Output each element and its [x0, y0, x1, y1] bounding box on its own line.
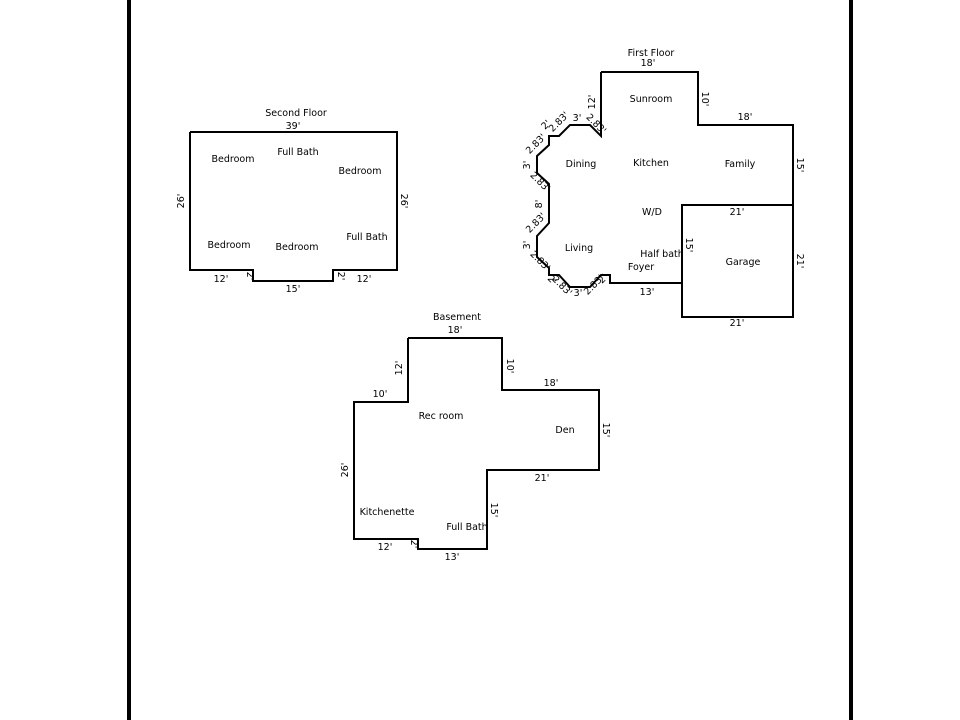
dim-label: 2.83' [524, 132, 549, 157]
room-label-living: Living [565, 243, 593, 254]
dim-label: 2' [335, 272, 346, 281]
garage-outline [681, 204, 794, 318]
room-label-half-bath: Half bath [640, 249, 684, 260]
basement-plan: Basement 18' 12' 10' 18' 15' 21' 15' 13'… [340, 312, 611, 563]
dim-label: 21' [730, 318, 745, 329]
room-label-sunroom: Sunroom [630, 94, 673, 105]
dim-label: 10' [699, 92, 710, 107]
dim-label: 12' [357, 274, 372, 285]
dim-label: 18' [448, 325, 463, 336]
room-label-full-bath: Full Bath [277, 147, 318, 158]
dim-label: 39' [286, 121, 301, 132]
dim-label: 18' [738, 112, 753, 123]
basement-title: Basement [433, 312, 481, 323]
dim-label: 21' [535, 473, 550, 484]
room-label-rec-room: Rec room [419, 411, 464, 422]
dim-label: 12' [214, 274, 229, 285]
room-label-bedroom: Bedroom [212, 154, 255, 165]
second-floor-outline [189, 131, 398, 282]
dim-label: 2' [408, 540, 419, 549]
dim-label: 3' [522, 161, 533, 170]
dim-label: 15' [683, 238, 694, 253]
dim-label: 3' [522, 241, 533, 250]
dim-label: 8' [534, 200, 545, 209]
room-label-kitchenette: Kitchenette [360, 507, 415, 518]
room-label-dining: Dining [566, 159, 597, 170]
room-label-full-bath: Full Bath [446, 522, 487, 533]
dim-label: 13' [640, 287, 655, 298]
room-label-den: Den [555, 425, 574, 436]
room-label-bedroom: Bedroom [339, 166, 382, 177]
dim-label: 2.83' [524, 211, 549, 236]
first-floor-plan: First Floor 18' 12' 10' 18' 15' 21' 15' … [522, 48, 805, 329]
room-label-foyer: Foyer [628, 262, 654, 273]
dim-label: 2.83' [549, 274, 574, 299]
room-label-full-bath: Full Bath [346, 232, 387, 243]
dim-label: 15' [794, 158, 805, 173]
dim-label: 15' [600, 423, 611, 438]
dim-label: 21' [730, 207, 745, 218]
dim-label: 3' [574, 288, 583, 299]
dim-label: 13' [445, 552, 460, 563]
first-floor-title: First Floor [628, 48, 675, 59]
dim-label: 10' [373, 389, 388, 400]
second-floor-plan: Second Floor 39' 26' 26' 12' 2' 15' 2' 1… [176, 108, 409, 295]
dim-label: 10' [504, 359, 515, 374]
room-label-family: Family [725, 159, 756, 170]
dim-label: 12' [394, 361, 405, 376]
dim-label: 12' [587, 95, 598, 110]
second-floor-title: Second Floor [265, 108, 327, 119]
dim-label: 21' [794, 254, 805, 269]
dim-label: 2' [244, 272, 255, 281]
dim-label: 26' [176, 194, 187, 209]
room-label-bedroom: Bedroom [208, 240, 251, 251]
room-label-bedroom: Bedroom [276, 242, 319, 253]
basement-outline [353, 337, 600, 550]
dim-label: 12' [378, 542, 393, 553]
room-label-garage: Garage [726, 257, 761, 268]
dim-label: 2.83' [547, 110, 572, 135]
dim-label: 18' [641, 58, 656, 69]
room-label-kitchen: Kitchen [633, 158, 669, 169]
dim-label: 15' [488, 503, 499, 518]
dim-label: 15' [286, 284, 301, 295]
dim-label: 26' [340, 463, 351, 478]
room-label-wd: W/D [642, 207, 662, 218]
dim-label: 18' [544, 378, 559, 389]
dim-label: 26' [398, 194, 409, 209]
dim-label: 3' [573, 113, 582, 124]
